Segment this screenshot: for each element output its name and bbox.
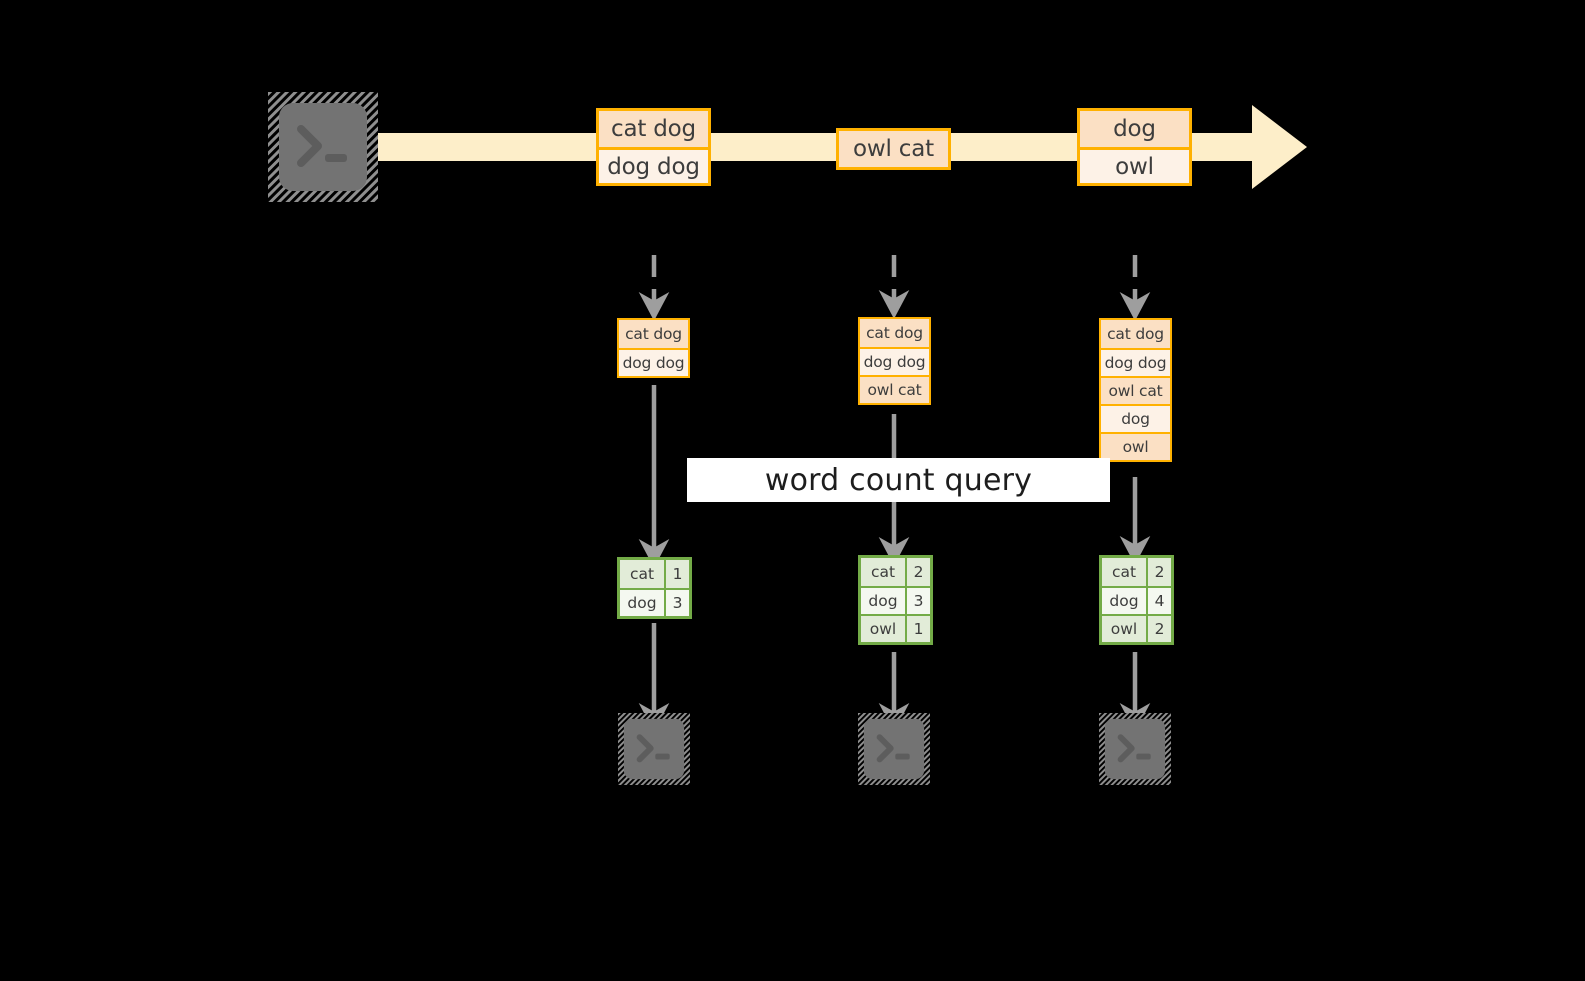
- stream-event-row: cat dog: [599, 111, 708, 147]
- result-word-cell: dog: [861, 588, 905, 614]
- snapshot-1-result-table[interactable]: cat 1 dog 3: [617, 557, 692, 619]
- result-count-cell: 3: [664, 590, 689, 616]
- input-row: dog dog: [619, 348, 688, 376]
- snapshot-3-result-table[interactable]: cat 2 dog 4 owl 2: [1099, 555, 1174, 645]
- input-row: cat dog: [619, 320, 688, 348]
- input-row: dog: [1101, 404, 1170, 432]
- result-word-cell: owl: [861, 616, 905, 642]
- table-row: owl 1: [861, 614, 930, 642]
- table-row: dog 3: [861, 586, 930, 614]
- snapshot-1-sink-terminal-icon[interactable]: [618, 713, 690, 785]
- snapshot-2-result-table[interactable]: cat 2 dog 3 owl 1: [858, 555, 933, 645]
- input-row: dog dog: [1101, 348, 1170, 376]
- snapshot-2-input-box[interactable]: cat dog dog dog owl cat: [858, 317, 931, 405]
- table-row: owl 2: [1102, 614, 1171, 642]
- snapshot-3-input-box[interactable]: cat dog dog dog owl cat dog owl: [1099, 318, 1172, 462]
- result-word-cell: dog: [620, 590, 664, 616]
- snapshot-1-input-box[interactable]: cat dog dog dog: [617, 318, 690, 378]
- result-word-cell: cat: [861, 558, 905, 586]
- table-row: cat 2: [1102, 558, 1171, 586]
- stream-event-group-3[interactable]: dog owl: [1077, 108, 1192, 186]
- table-row: cat 2: [861, 558, 930, 586]
- result-word-cell: cat: [1102, 558, 1146, 586]
- stream-event-group-2[interactable]: owl cat: [836, 128, 951, 170]
- result-count-cell: 2: [1146, 616, 1171, 642]
- input-row: owl cat: [860, 375, 929, 403]
- query-label-band: word count query: [687, 458, 1110, 502]
- input-row: owl cat: [1101, 376, 1170, 404]
- result-count-cell: 1: [905, 616, 930, 642]
- input-row: dog dog: [860, 347, 929, 375]
- snapshot-3-sink-terminal-icon[interactable]: [1099, 713, 1171, 785]
- source-terminal-icon[interactable]: [268, 92, 378, 202]
- stream-event-row: dog dog: [599, 147, 708, 183]
- result-word-cell: dog: [1102, 588, 1146, 614]
- result-count-cell: 3: [905, 588, 930, 614]
- stream-event-row: owl: [1080, 147, 1189, 183]
- stream-event-group-1[interactable]: cat dog dog dog: [596, 108, 711, 186]
- input-row: owl: [1101, 432, 1170, 460]
- query-label: word count query: [764, 462, 1033, 498]
- stream-event-row: owl cat: [839, 131, 948, 167]
- result-count-cell: 4: [1146, 588, 1171, 614]
- stream-event-row: dog: [1080, 111, 1189, 147]
- result-word-cell: cat: [620, 560, 664, 588]
- snapshot-2-sink-terminal-icon[interactable]: [858, 713, 930, 785]
- table-row: cat 1: [620, 560, 689, 588]
- table-row: dog 4: [1102, 586, 1171, 614]
- result-count-cell: 1: [664, 560, 689, 588]
- input-row: cat dog: [860, 319, 929, 347]
- result-word-cell: owl: [1102, 616, 1146, 642]
- table-row: dog 3: [620, 588, 689, 616]
- input-row: cat dog: [1101, 320, 1170, 348]
- result-count-cell: 2: [905, 558, 930, 586]
- result-count-cell: 2: [1146, 558, 1171, 586]
